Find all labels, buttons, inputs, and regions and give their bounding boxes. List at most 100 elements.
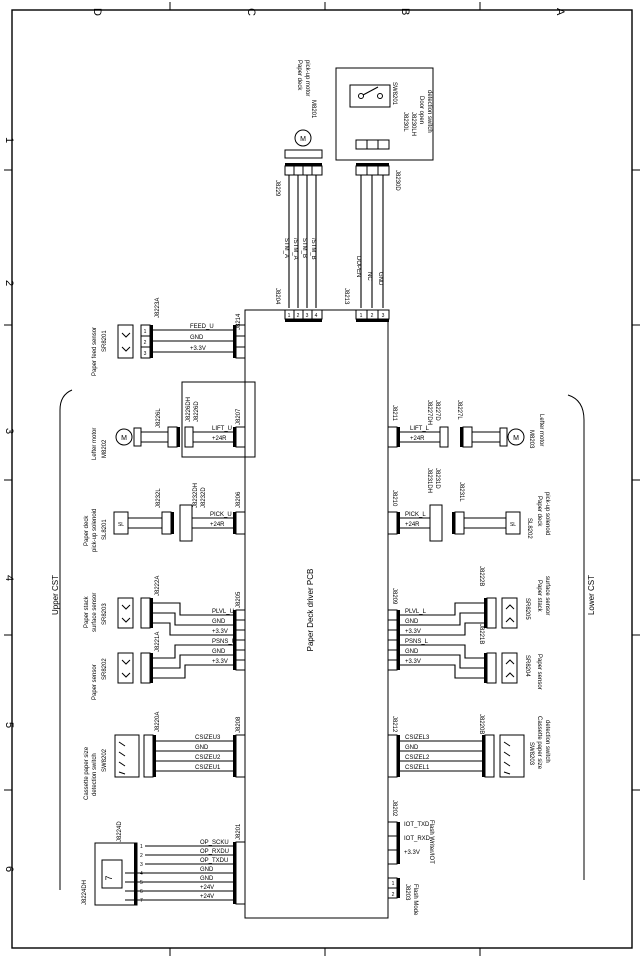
upper-paper-ref: SR8202: [102, 658, 108, 680]
upper-paper-sig-1: PSNS_U: [212, 639, 236, 645]
zone-letter-d: D: [91, 8, 103, 16]
upper-lifter-conn-l: J8226L: [156, 408, 162, 428]
svg-text:3: 3: [382, 313, 385, 319]
motor-m8201-desc1: Paper deck: [296, 60, 302, 91]
lower-size-pcb: J8212: [391, 716, 397, 733]
lower-surface-sig-2: GND: [405, 619, 419, 625]
lower-lifter-conn-l: J8227L: [456, 400, 462, 420]
stm-signal-1: STM_A: [283, 238, 289, 258]
upper-pickup-solenoid: SL SL8201 Paper deck pick-up solenoid J8…: [84, 483, 246, 552]
pcb-board: [244, 309, 389, 919]
lower-solenoid-conn-l: J8231L: [458, 482, 464, 502]
lower-solenoid-sig-2: +24R: [405, 522, 420, 528]
zone-number-3: 3: [3, 428, 15, 434]
svg-text:1: 1: [288, 313, 291, 319]
upper-flash-sig-5: GND: [200, 876, 214, 882]
svg-text:6: 6: [140, 889, 143, 895]
zone-number-6: 6: [3, 866, 15, 872]
upper-surface-ref: SR8203: [102, 603, 108, 625]
connector-j8209: J8209: [387, 588, 400, 671]
connector-j8229-label: J8229: [274, 180, 280, 197]
svg-text:4: 4: [140, 871, 143, 877]
lower-flashwriter-desc: Flash Writer/IOT: [428, 820, 434, 864]
zone-letters: D C B A: [91, 8, 566, 16]
upper-flash-sig-7: +24V: [200, 894, 214, 900]
motor-m8201-m: M: [300, 136, 306, 143]
upper-flash-sig-1: OP_SCKU: [200, 840, 229, 846]
stm-bus: STM_A /STM_A STM_B /STM_B: [283, 175, 317, 308]
svg-text:1: 1: [392, 881, 395, 887]
svg-text:SL: SL: [118, 522, 124, 528]
upper-surface-sig-1: PLVL_U: [212, 609, 234, 615]
upper-solenoid-sig-2: +24R: [210, 522, 225, 528]
upper-surface-pcb: J8205: [236, 591, 242, 608]
upper-size-sig-2: GND: [195, 745, 209, 751]
door-switch-desc1: Door open: [418, 96, 424, 124]
svg-text:2: 2: [140, 853, 143, 859]
lower-paper-conn: J8221B: [478, 624, 484, 644]
upper-paper-conn: J8221A: [155, 632, 161, 652]
upper-flash-connector: 7 1 2 3 4 5 6 7 J8224D J8224DH OP_SCKU O…: [82, 821, 246, 906]
lower-cst-brace: [567, 394, 585, 880]
upper-feed-ref: SR8201: [102, 330, 108, 352]
lower-flashwriter-sig-1: IOT_TXD: [404, 822, 430, 828]
lower-lifter-pcb: J8211: [391, 405, 397, 422]
svg-text:4: 4: [315, 313, 318, 319]
svg-text:5: 5: [140, 880, 143, 886]
lower-size-desc1: Cassette paper size: [536, 716, 542, 770]
upper-solenoid-pcb: J8206: [236, 491, 242, 508]
upper-solenoid-sig-1: PICK_U: [210, 512, 232, 518]
zone-letter-b: B: [399, 8, 411, 15]
upper-feed-sig-3: +3.3V: [190, 346, 206, 352]
upper-feed-pcb: J8214: [236, 313, 242, 330]
upper-lifter-dh-box: [181, 381, 256, 458]
lower-solenoid-conn-d: J8231D: [434, 468, 440, 489]
upper-lifter-motor: M M8202 Lefter motor J8226L J8226DH J822…: [92, 381, 256, 460]
upper-cst-label: Upper CST: [51, 575, 60, 615]
upper-surface-sig-3: +3.3V: [212, 629, 228, 635]
lower-lifter-sig-1: LIFT_L: [410, 426, 430, 432]
connector-j8213-label: J8213: [343, 288, 349, 305]
svg-text:M: M: [121, 435, 127, 442]
zone-ticks: [4, 2, 640, 956]
upper-size-desc2: detection switch: [92, 753, 98, 796]
upper-solenoid-conn-dh: J8232DH: [193, 483, 199, 508]
stm-signal-3: STM_B: [301, 238, 307, 258]
lower-size-ref: SW8203: [528, 742, 534, 766]
svg-text:2: 2: [297, 313, 300, 319]
connector-j8205: J8205: [233, 591, 246, 671]
lower-size-sig-4: CSIZEL1: [405, 765, 430, 771]
upper-lifter-pcb: J8207: [236, 408, 242, 425]
lower-pickup-solenoid: J8210 PICK_L +24R J8231DH J8231D J8231L …: [387, 468, 550, 542]
svg-text:1: 1: [360, 313, 363, 319]
connector-j8204: 1 2 3 4 J8204: [274, 288, 323, 322]
upper-solenoid-ref: SL8201: [102, 519, 108, 540]
lower-flash-writer: J8202 IOT_TXD IOT_RXD +3.3V Flash Writer…: [387, 800, 434, 865]
upper-flash-sig-4: GND: [200, 867, 214, 873]
lower-solenoid-pcb: J8210: [391, 490, 397, 507]
pcb-label: Paper Deck driver PCB: [306, 569, 315, 652]
upper-lifter-conn-dh: J8226DH: [186, 397, 192, 422]
upper-size-ref: SW8202: [102, 748, 108, 772]
connector-j8229: J8229: [274, 163, 323, 197]
lower-surface-sig-1: PLVL_L: [405, 609, 427, 615]
lower-surface-desc1: Paper stack: [536, 580, 542, 613]
zone-letter-c: C: [245, 8, 257, 16]
lower-lifter-desc: Lefter motor: [538, 414, 544, 446]
upper-size-sig-4: CSIZEU1: [195, 765, 221, 771]
upper-solenoid-conn-l: J8232L: [156, 488, 162, 508]
lower-surface-conn: J8222B: [478, 566, 484, 586]
motor-m8201-ref: M8201: [310, 100, 316, 119]
door-switch-ref: SW8201: [391, 82, 397, 106]
lower-surface-sig-3: +3.3V: [405, 629, 421, 635]
motor-m8201-desc2: pick-up motor: [304, 60, 310, 96]
lower-flashwriter-sig-2: IOT_RXD: [404, 836, 431, 842]
svg-text:1: 1: [144, 329, 147, 335]
lower-solenoid-ref: SL8202: [526, 518, 532, 539]
upper-size-sig-3: CSIZEU2: [195, 755, 221, 761]
lower-size-sig-3: CSIZEL2: [405, 755, 430, 761]
lower-paper-sensor: PSNS_L GND +3.3V J8221B SR8204 Paper sen…: [400, 624, 542, 690]
connector-j8213: 1 2 3 J8213: [343, 288, 390, 322]
lower-surface-sensor: PLVL_L GND +3.3V J8222B SR8205 Paper sta…: [400, 566, 550, 636]
